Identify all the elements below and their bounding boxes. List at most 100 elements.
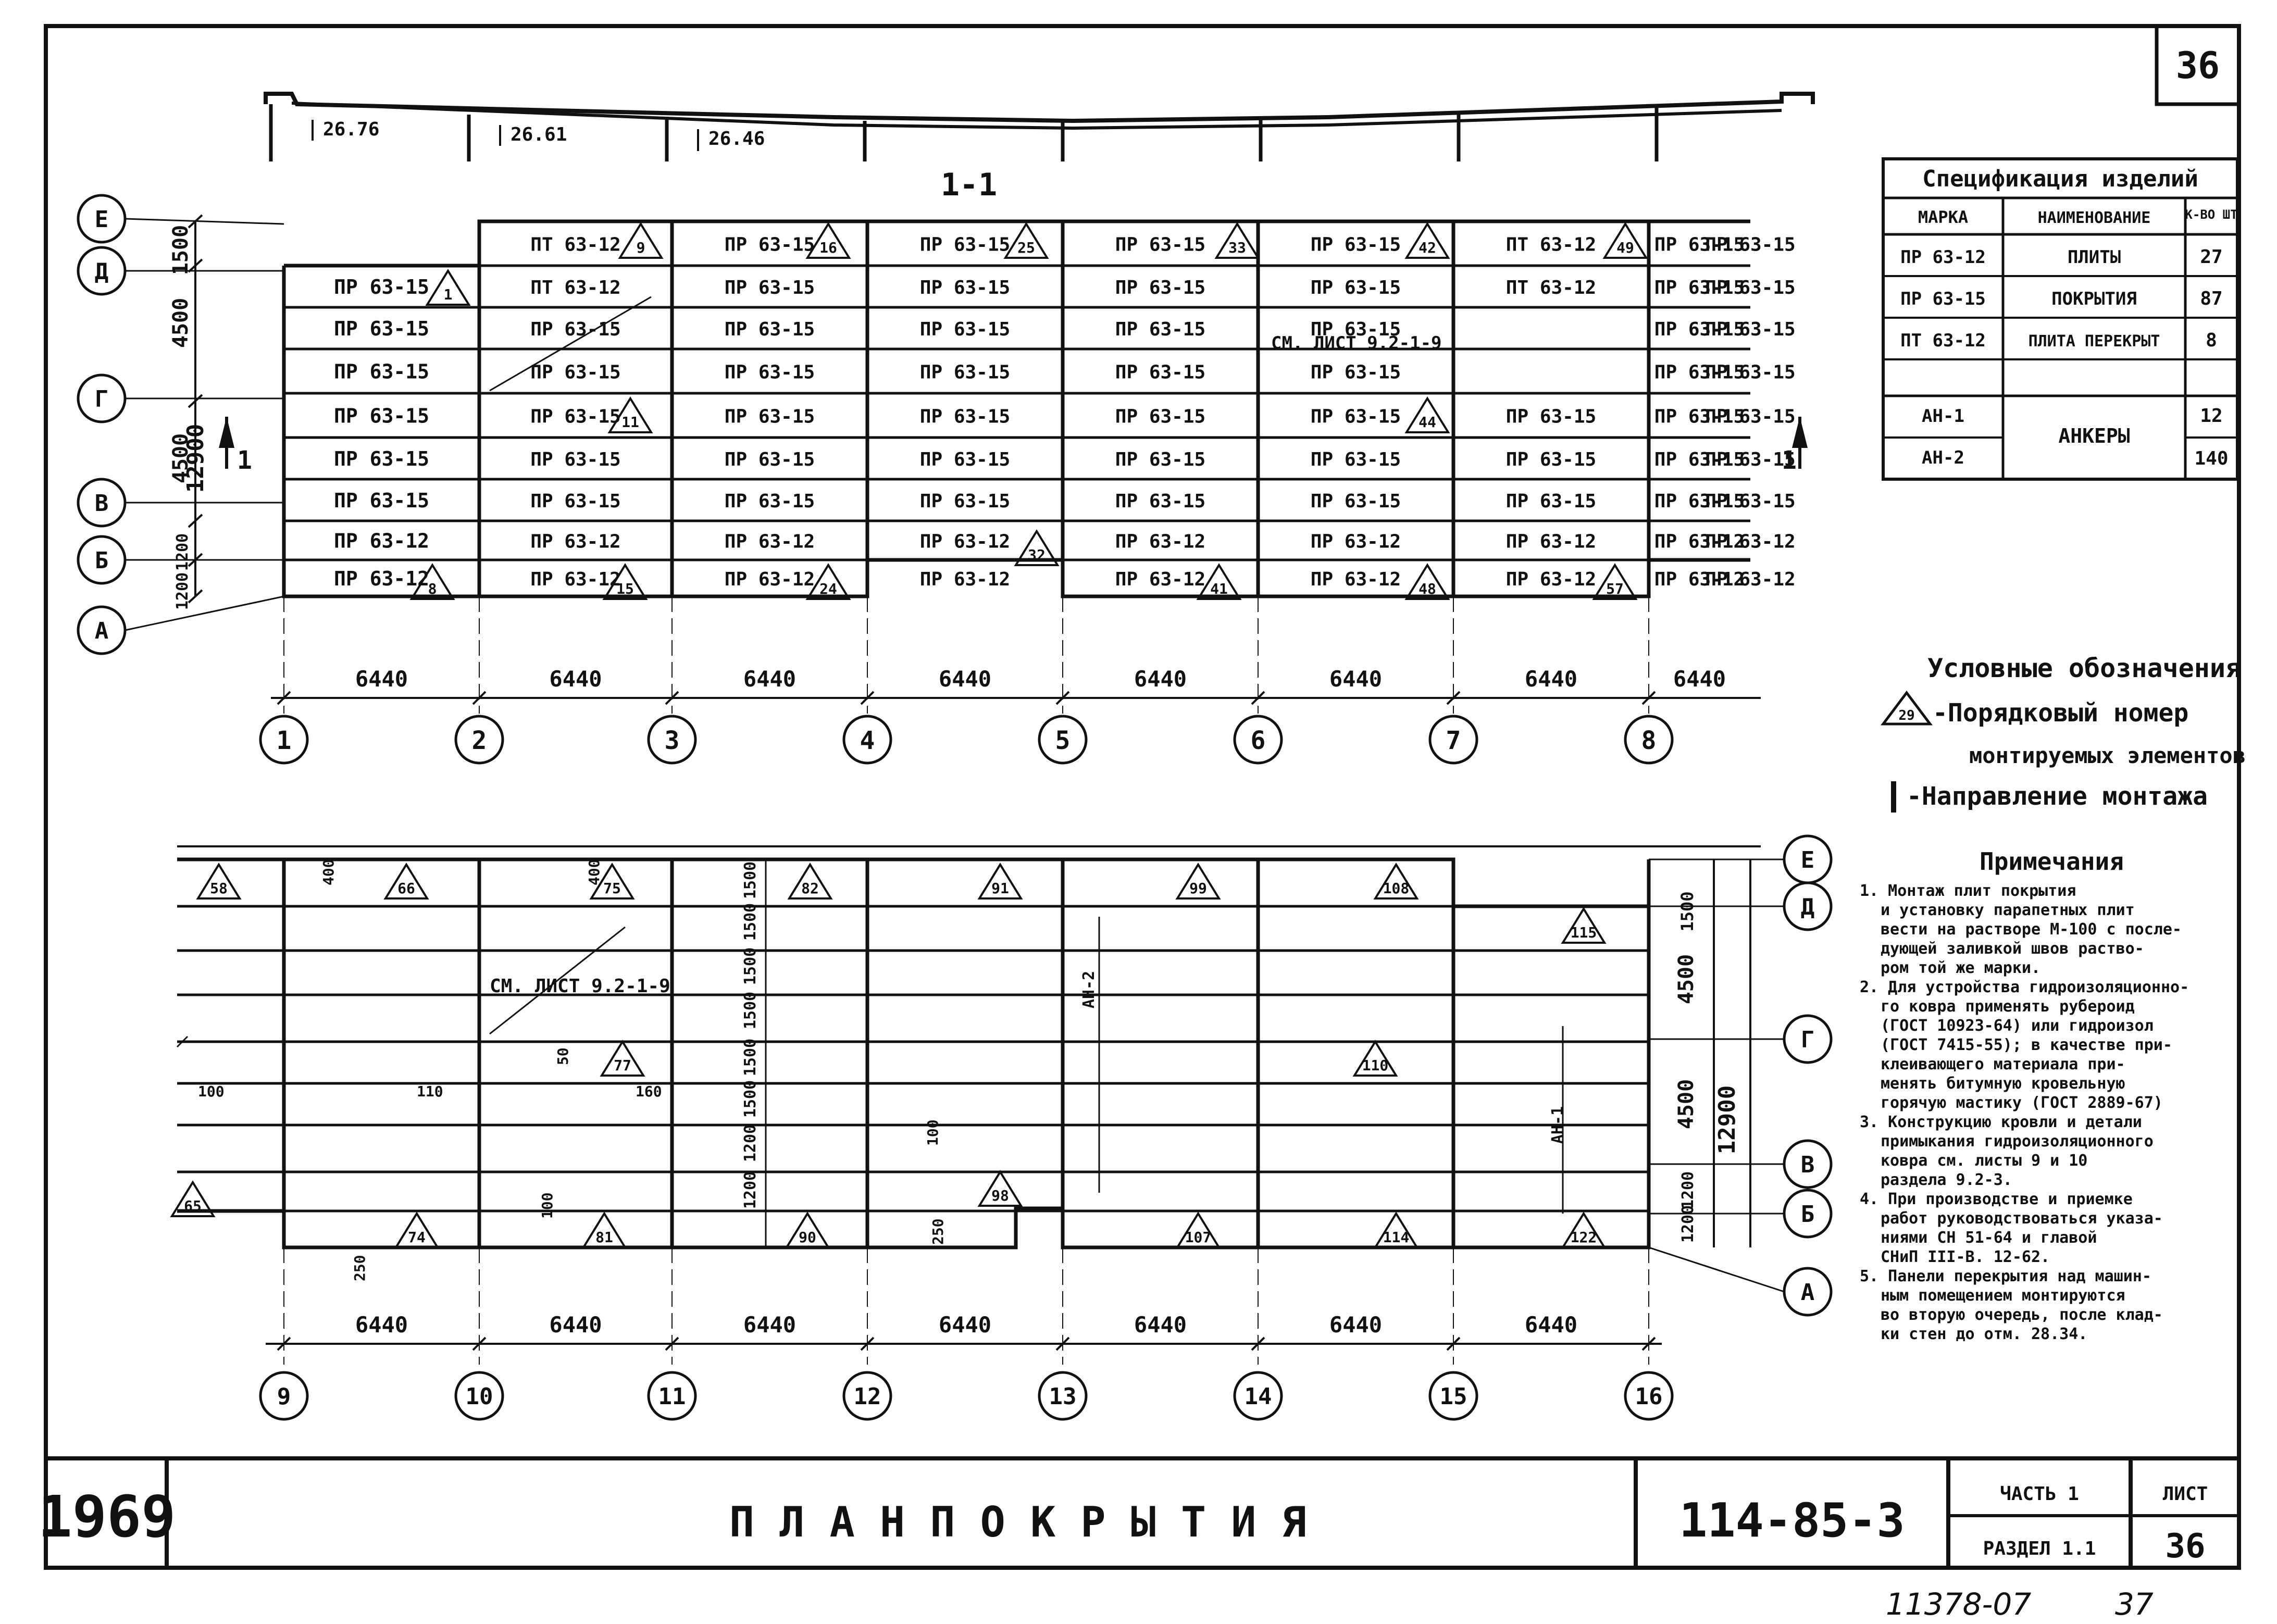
top-mark-triangle: 16 bbox=[805, 222, 851, 259]
bottom-bay-dim: 6440 bbox=[549, 1312, 602, 1338]
bottom-interior-dim: 1500 bbox=[741, 947, 760, 985]
spec-row3-qty: 8 bbox=[2206, 330, 2217, 351]
bottom-interior-dim: 1500 bbox=[741, 1039, 760, 1076]
top-bay-dim: 6440 bbox=[1134, 666, 1187, 692]
spec-row3-mark: ПТ 63-12 bbox=[1900, 330, 1986, 351]
spec-header-qty: К-ВО ШТ bbox=[2185, 207, 2237, 222]
top-panel-label: ПР 63-15 bbox=[334, 317, 429, 340]
elevation-3: 26.46 bbox=[708, 128, 765, 149]
top-panel-label: ПР 63-15 bbox=[920, 277, 1010, 298]
svg-text:82: 82 bbox=[801, 880, 819, 897]
top-panel-label: ПР 63-12 bbox=[1506, 569, 1596, 590]
svg-text:99: 99 bbox=[1189, 880, 1207, 897]
axis-letter-Г: Г bbox=[77, 373, 284, 423]
note-line: (ГОСТ 7415-55); в качестве при- bbox=[1881, 1036, 2172, 1054]
bottom-vdim-4500a: 4500 bbox=[1674, 954, 1698, 1004]
top-panel-label: ПР 63-12 bbox=[334, 530, 429, 553]
top-mark-triangle: 32 bbox=[1014, 529, 1060, 566]
svg-text:33: 33 bbox=[1228, 239, 1246, 256]
top-panel-label: ПР 63-15 bbox=[1654, 491, 1745, 512]
bottom-mark-triangle: 99 bbox=[1175, 863, 1221, 900]
axis-letter-bottom-В: В bbox=[1649, 1139, 1833, 1189]
svg-text:11: 11 bbox=[658, 1383, 686, 1410]
top-panel-label: ПР 63-15 bbox=[1115, 449, 1205, 470]
spec-row2-name: ПОКРЫТИЯ bbox=[2051, 289, 2137, 309]
svg-text:8: 8 bbox=[1641, 726, 1657, 755]
bottom-interior-dim: 1500 bbox=[741, 861, 760, 899]
top-panel-label: ПР 63-12 bbox=[1115, 531, 1205, 553]
svg-text:77: 77 bbox=[614, 1057, 631, 1074]
axis-letter-А: А bbox=[77, 595, 284, 655]
bottom-mark-triangle: 77 bbox=[600, 1040, 645, 1077]
svg-text:13: 13 bbox=[1049, 1383, 1077, 1410]
top-panel-label: ПТ 63-12 bbox=[1506, 234, 1596, 256]
top-panel-label: ПР 63-12 bbox=[1654, 569, 1745, 590]
top-panel-label: ПР 63-15 bbox=[1115, 277, 1205, 298]
spec-row2-mark: ПР 63-15 bbox=[1900, 289, 1986, 309]
note-line: и установку парапетных плит bbox=[1881, 901, 2135, 919]
top-panel-label: ПР 63-15 bbox=[1705, 234, 1795, 256]
bottom-small-dim: 100 bbox=[539, 1192, 556, 1219]
top-vdim-12900: 12900 bbox=[182, 424, 209, 493]
spec-row5-mark: АН-1 bbox=[1922, 406, 1964, 427]
bottom-mark-triangle: 110 bbox=[1352, 1040, 1398, 1077]
svg-text:91: 91 bbox=[991, 880, 1009, 897]
title-code: 114-85-3 bbox=[1679, 1493, 1905, 1548]
axis-number-1: 1 bbox=[259, 715, 309, 765]
top-panel-label: ПР 63-15 bbox=[920, 319, 1010, 340]
svg-text:15: 15 bbox=[1440, 1383, 1467, 1410]
top-mark-triangle: 48 bbox=[1404, 563, 1450, 600]
svg-text:32: 32 bbox=[1028, 546, 1046, 564]
svg-text:122: 122 bbox=[1571, 1229, 1597, 1246]
bottom-small-dim: 110 bbox=[417, 1083, 443, 1100]
top-panel-label: ПТ 63-12 bbox=[530, 234, 620, 256]
bottom-mark-triangle: 114 bbox=[1373, 1211, 1419, 1248]
bottom-vdim-12900: 12900 bbox=[1714, 1085, 1740, 1154]
top-panel-label: ПР 63-15 bbox=[1506, 406, 1596, 428]
axis-letter-bottom-Г: Г bbox=[1649, 1014, 1833, 1064]
svg-text:6: 6 bbox=[1251, 726, 1266, 755]
top-panel-label: ПР 63-15 bbox=[1705, 406, 1795, 428]
bottom-vdim-1200a: 1200 bbox=[1679, 1171, 1697, 1209]
svg-text:7: 7 bbox=[1446, 726, 1461, 755]
bottom-mark-triangle: 107 bbox=[1175, 1211, 1221, 1248]
section-label: 1-1 bbox=[941, 167, 997, 203]
sheet-corner: 36 bbox=[2155, 24, 2241, 106]
svg-text:5: 5 bbox=[1055, 726, 1071, 755]
axis-number-11: 11 bbox=[647, 1371, 697, 1421]
top-panel-label: ПР 63-12 bbox=[725, 531, 815, 553]
top-panel-label: ПР 63-15 bbox=[1654, 319, 1745, 340]
top-mark-triangle: 25 bbox=[1003, 222, 1049, 259]
top-vdim-4500b: 4500 bbox=[169, 433, 193, 483]
bottom-bay-dim: 6440 bbox=[355, 1312, 408, 1338]
bottom-small-dim: 400 bbox=[320, 859, 337, 885]
top-panel-label: ПР 63-12 bbox=[725, 569, 815, 590]
top-bay-dim: 6440 bbox=[355, 666, 408, 692]
legend-title: Условные обозначения bbox=[1927, 653, 2241, 683]
axis-number-6: 6 bbox=[1233, 715, 1283, 765]
top-panel-label: ПР 63-15 bbox=[920, 234, 1010, 256]
top-panel-label: ПР 63-15 bbox=[334, 276, 429, 298]
spec-row5-name: АНКЕРЫ bbox=[2058, 424, 2130, 447]
top-panel-label: ПР 63-12 bbox=[1705, 569, 1795, 590]
axis-number-10: 10 bbox=[454, 1371, 504, 1421]
top-panel-label: ПР 63-12 bbox=[530, 531, 620, 553]
top-panel-label: ПР 63-15 bbox=[725, 491, 815, 512]
top-panel-label: ПР 63-15 bbox=[530, 406, 620, 428]
top-panel-label: ПР 63-12 bbox=[530, 569, 620, 590]
title-sheet-label: ЛИСТ bbox=[2163, 1483, 2208, 1505]
svg-text:В: В bbox=[1801, 1152, 1815, 1178]
top-panel-label: ПР 63-12 bbox=[920, 569, 1010, 590]
top-mark-triangle: 41 bbox=[1196, 563, 1242, 600]
title-part: ЧАСТЬ 1 bbox=[2000, 1483, 2079, 1505]
svg-text:81: 81 bbox=[595, 1229, 613, 1246]
title-sheet-number: 36 bbox=[2165, 1527, 2205, 1566]
note-line: го ковра применять рубероид bbox=[1881, 997, 2135, 1016]
top-bay-dim: 6440 bbox=[939, 666, 991, 692]
top-panel-label: ПТ 63-12 bbox=[1506, 277, 1596, 298]
top-panel-label: ПР 63-15 bbox=[1311, 277, 1401, 298]
axis-letter-bottom-Д: Д bbox=[1649, 881, 1833, 931]
top-panel-label: ПР 63-12 bbox=[1654, 531, 1745, 553]
